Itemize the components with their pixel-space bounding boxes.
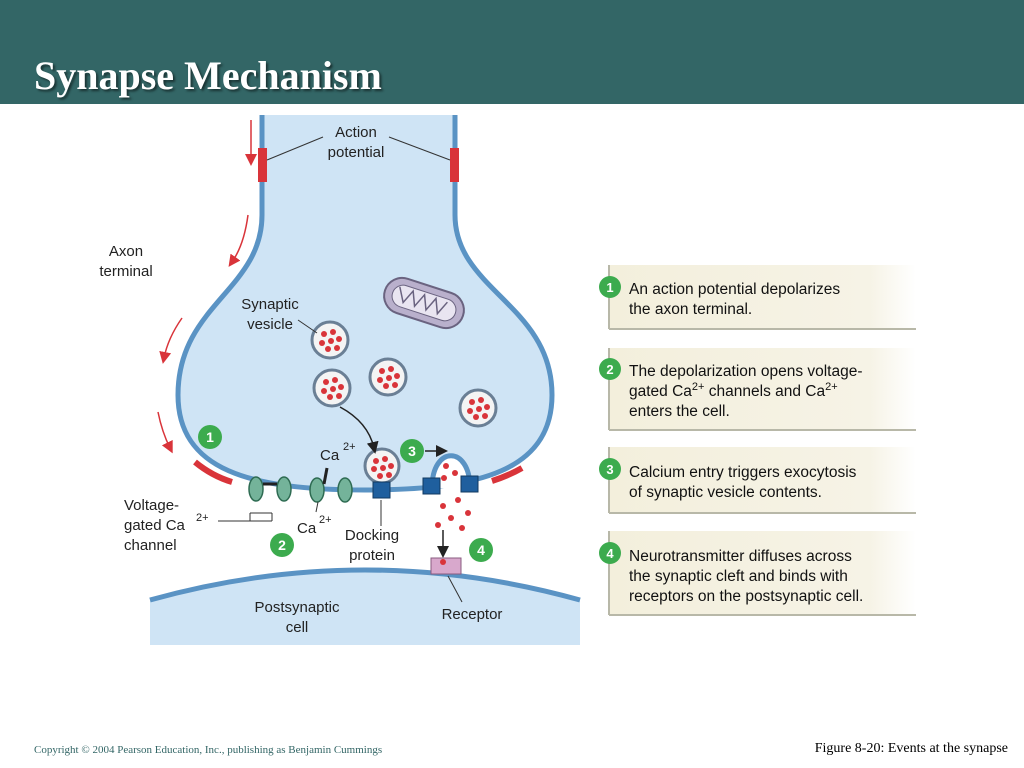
voltage-gated-ca-channels bbox=[248, 467, 353, 503]
docking-protein-label: Docking protein bbox=[345, 500, 399, 564]
vesicle bbox=[458, 388, 498, 428]
depolarized-membrane bbox=[193, 148, 524, 485]
step-box-2: 2 The depolarization opens voltage- gate… bbox=[599, 348, 916, 431]
copyright-notice: Copyright © 2004 Pearson Education, Inc.… bbox=[34, 744, 383, 756]
step-badge-1: 1 bbox=[198, 425, 222, 449]
svg-text:channel: channel bbox=[124, 537, 177, 554]
docking-protein bbox=[460, 475, 479, 493]
docking-proteins bbox=[372, 475, 479, 499]
action-potential-arrows bbox=[157, 120, 257, 454]
vesicle bbox=[312, 368, 352, 408]
action-potential-label: Action potential bbox=[266, 124, 451, 161]
step-badge-4: 4 bbox=[469, 538, 493, 562]
postsynaptic-cell bbox=[149, 567, 581, 645]
svg-text:1: 1 bbox=[606, 280, 613, 295]
svg-text:3: 3 bbox=[606, 462, 613, 477]
svg-text:Postsynaptic: Postsynaptic bbox=[254, 599, 340, 616]
channel-gate-open bbox=[322, 467, 329, 485]
docking-protein bbox=[372, 481, 391, 499]
figure-caption: Figure 8-20: Events at the synapse bbox=[814, 741, 1008, 756]
svg-text:Docking: Docking bbox=[345, 527, 399, 544]
ca-ion-label-top: Ca 2+ bbox=[320, 441, 356, 464]
svg-text:gated Ca2+ channels and Ca2+: gated Ca2+ channels and Ca2+ bbox=[629, 381, 838, 400]
axon-terminal bbox=[175, 115, 555, 493]
svg-text:gated Ca: gated Ca bbox=[124, 517, 186, 534]
channel-subunit bbox=[309, 477, 325, 503]
depolarized-segment-right bbox=[450, 148, 459, 182]
svg-text:vesicle: vesicle bbox=[247, 316, 293, 333]
vesicle bbox=[310, 320, 350, 360]
postsynaptic-cell-label: Postsynaptic cell bbox=[254, 599, 340, 636]
svg-text:The depolarization opens volta: The depolarization opens voltage- bbox=[629, 363, 863, 380]
receptor-label: Receptor bbox=[442, 575, 503, 623]
svg-text:Synaptic: Synaptic bbox=[241, 296, 299, 313]
svg-text:Neurotransmitter diffuses acro: Neurotransmitter diffuses across bbox=[629, 548, 852, 565]
step-box-3: 3 Calcium entry triggers exocytosis of s… bbox=[599, 447, 916, 514]
step-box-4: 4 Neurotransmitter diffuses across the s… bbox=[599, 531, 916, 616]
svg-text:1: 1 bbox=[206, 429, 214, 445]
step-badge-2: 2 bbox=[270, 533, 294, 557]
svg-text:4: 4 bbox=[477, 542, 485, 558]
step-badge-3: 3 bbox=[400, 439, 448, 463]
svg-text:the synaptic cleft and binds w: the synaptic cleft and binds with bbox=[629, 568, 848, 585]
svg-text:Ca: Ca bbox=[297, 520, 317, 537]
svg-text:Receptor: Receptor bbox=[442, 606, 503, 623]
channel-subunit bbox=[276, 476, 292, 502]
svg-text:terminal: terminal bbox=[99, 263, 152, 280]
axon-terminal-label: Axon terminal bbox=[99, 243, 152, 280]
vesicle bbox=[368, 357, 408, 397]
synaptic-vesicles bbox=[310, 320, 498, 485]
svg-text:protein: protein bbox=[349, 547, 395, 564]
svg-text:cell: cell bbox=[286, 619, 309, 636]
ca-ion-label-bottom: Ca 2+ bbox=[297, 501, 332, 537]
svg-text:2+: 2+ bbox=[343, 441, 356, 453]
neurotransmitter-molecules bbox=[435, 497, 471, 531]
step-box-1: 1 An action potential depolarizes the ax… bbox=[599, 265, 916, 330]
svg-text:An action potential depolarize: An action potential depolarizes bbox=[629, 281, 840, 298]
channel-subunit bbox=[337, 477, 353, 503]
svg-text:Voltage-: Voltage- bbox=[124, 497, 179, 514]
receptor bbox=[430, 557, 462, 575]
svg-text:4: 4 bbox=[606, 546, 614, 561]
mitochondrion bbox=[383, 276, 465, 330]
depolarized-segment-left bbox=[258, 148, 267, 182]
svg-text:Action: Action bbox=[335, 124, 377, 141]
svg-text:the axon terminal.: the axon terminal. bbox=[629, 301, 752, 318]
slide-header: Synapse Mechanism bbox=[0, 0, 1024, 104]
channel-subunit bbox=[248, 476, 264, 502]
svg-text:enters the cell.: enters the cell. bbox=[629, 403, 730, 420]
depolarized-segment-bottom-right bbox=[491, 465, 524, 484]
depolarized-segment-bottom-left bbox=[193, 459, 233, 485]
svg-text:Axon: Axon bbox=[109, 243, 143, 260]
svg-text:Calcium entry triggers exocyto: Calcium entry triggers exocytosis bbox=[629, 464, 857, 481]
vesicle-movement-arrow bbox=[339, 406, 379, 454]
docked-vesicle bbox=[363, 447, 401, 485]
svg-text:2: 2 bbox=[606, 362, 613, 377]
svg-text:2+: 2+ bbox=[196, 512, 209, 524]
svg-text:Ca: Ca bbox=[320, 447, 340, 464]
svg-text:2+: 2+ bbox=[319, 514, 332, 526]
docking-protein bbox=[422, 477, 441, 495]
svg-text:receptors on the postsynaptic: receptors on the postsynaptic cell. bbox=[629, 588, 863, 605]
svg-text:potential: potential bbox=[328, 144, 385, 161]
svg-text:2: 2 bbox=[278, 537, 286, 553]
svg-text:of synaptic vesicle contents.: of synaptic vesicle contents. bbox=[629, 484, 822, 501]
slide-title: Synapse Mechanism bbox=[34, 53, 382, 98]
synaptic-vesicle-label: Synaptic vesicle bbox=[241, 296, 318, 334]
svg-text:3: 3 bbox=[408, 443, 416, 459]
voltage-gated-channel-label: Voltage- gated Ca 2+ channel bbox=[124, 497, 273, 554]
